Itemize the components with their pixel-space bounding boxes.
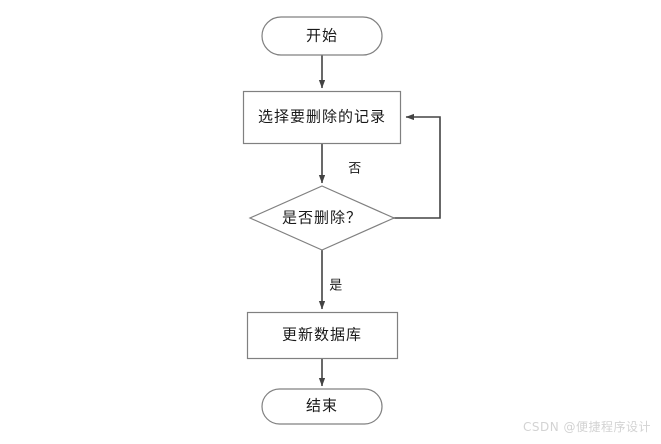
edge-label-no: 否 — [348, 161, 362, 177]
connector-decision-loop-to-select — [390, 113, 441, 219]
node-select-record[interactable] — [242, 90, 402, 145]
node-decision-delete-label: 是否删除？ — [281, 208, 363, 227]
node-end[interactable] — [261, 388, 383, 425]
watermark: CSDN @便捷程序设计 — [522, 420, 651, 434]
node-select-record-label: 选择要删除的记录 — [257, 107, 387, 126]
node-start[interactable] — [261, 16, 383, 56]
node-decision-delete[interactable] — [248, 185, 396, 251]
node-end-label: 结束 — [305, 396, 339, 415]
node-start-label: 开始 — [305, 26, 339, 45]
node-update-database-label: 更新数据库 — [281, 325, 363, 344]
node-update-database[interactable] — [246, 311, 399, 360]
edge-label-yes: 是 — [329, 278, 343, 294]
